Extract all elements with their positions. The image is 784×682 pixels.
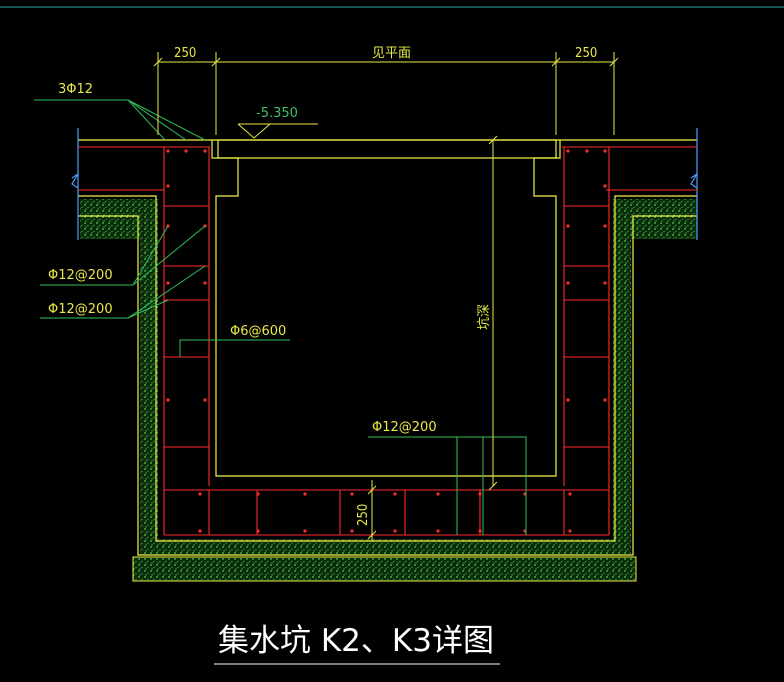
- label-wall-vertical: Φ12@200: [48, 268, 113, 283]
- dim-middle: 见平面: [372, 46, 411, 61]
- dim-right-width: 250: [575, 46, 597, 61]
- elevation-marker: [237, 123, 318, 139]
- drawing-title: 集水坑 K2、K3详图: [218, 623, 494, 659]
- label-tie-bars: Φ6@600: [230, 324, 286, 339]
- dim-left-width: 250: [174, 46, 196, 61]
- rebar-dots: [166, 149, 607, 533]
- rebar-cage: [78, 146, 697, 536]
- dim-bottom-thickness: 250: [356, 504, 371, 526]
- soil-layer: [80, 199, 697, 582]
- label-top-bars: 3Φ12: [58, 82, 93, 97]
- dim-depth: 坑深: [477, 304, 492, 330]
- label-bottom-bars: Φ12@200: [372, 420, 437, 435]
- dimension-lines: [153, 52, 619, 541]
- concrete-outline: [78, 139, 697, 556]
- section-break-marks: [71, 128, 698, 240]
- elevation-label: -5.350: [256, 106, 298, 121]
- label-wall-horizontal: Φ12@200: [48, 302, 113, 317]
- leader-lines: [34, 99, 527, 535]
